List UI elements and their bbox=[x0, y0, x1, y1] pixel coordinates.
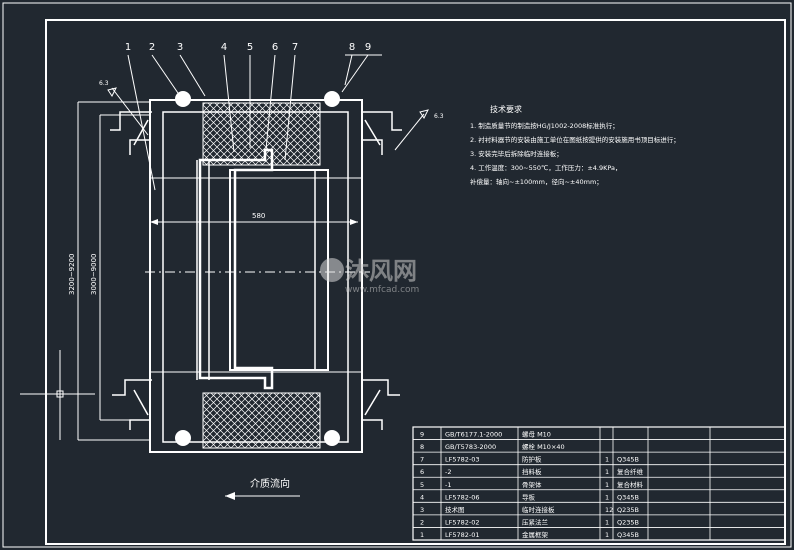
tech-title: 技术要求 bbox=[490, 104, 522, 114]
flanges bbox=[110, 111, 402, 430]
parts-cell-material: Q235B bbox=[617, 506, 639, 514]
parts-cell-name: 金属框架 bbox=[522, 530, 549, 539]
parts-cell-no: 4 bbox=[420, 493, 424, 501]
balloon-2: 2 bbox=[149, 42, 155, 53]
parts-cell-name: 防护板 bbox=[522, 455, 542, 464]
parts-table-row: 7 LF5782-03 防护板 1 Q345B bbox=[420, 455, 639, 464]
balloon-3: 3 bbox=[177, 42, 183, 53]
parts-table-row: 4 LF5782-06 导板 1 Q345B bbox=[420, 492, 639, 501]
parts-table-row: 9 GB/T6177.1-2000 螺母 M10 bbox=[420, 430, 551, 439]
tech-line-2: 2. 衬衬料器节的安装由施工单位在图纸按提供的安装施用书顶目标进行； bbox=[470, 135, 680, 144]
parts-cell-no: 5 bbox=[420, 481, 424, 489]
parts-cell-qty: 1 bbox=[605, 531, 609, 539]
parts-cell-name: 临时连接板 bbox=[522, 505, 555, 514]
balloon-4: 4 bbox=[221, 42, 227, 53]
tech-line-1: 1. 制造质量节的制造按HG/J1002-2008标准执行； bbox=[470, 121, 619, 130]
parts-table-row: 6 -2 挡料板 1 复合纤维 bbox=[420, 467, 644, 476]
parts-cell-material: Q345B bbox=[617, 531, 639, 539]
balloon-7: 7 bbox=[292, 42, 298, 53]
parts-cell-name: 螺母 M10 bbox=[522, 430, 551, 439]
parts-table-row: 8 GB/T5783-2000 螺栓 M10×40 bbox=[420, 442, 565, 451]
parts-cell-qty: 1 bbox=[605, 481, 609, 489]
tech-line-5: 补偿量：轴向~±100mm，径向~±40mm； bbox=[470, 177, 603, 186]
parts-table: 9 GB/T6177.1-2000 螺母 M10 8 GB/T5783-2000 螺栓 M… bbox=[412, 426, 786, 541]
balloon-9: 9 bbox=[365, 42, 371, 53]
parts-cell-no: 1 bbox=[420, 531, 424, 539]
watermark-url: www.mfcad.com bbox=[345, 285, 419, 295]
parts-table-row: 1 LF5782-01 金属框架 1 Q345B bbox=[420, 530, 639, 539]
balloon-6: 6 bbox=[272, 42, 278, 53]
tech-requirements: 技术要求 1. 制造质量节的制造按HG/J1002-2008标准执行； 2. 衬… bbox=[470, 104, 680, 186]
parts-cell-no: 6 bbox=[420, 468, 424, 476]
balloon-1: 1 bbox=[125, 42, 131, 53]
dim-height-outer: 3200~9200 bbox=[68, 254, 76, 296]
dim-height-inner: 3000~9000 bbox=[90, 254, 98, 296]
hatched-pad-top bbox=[202, 102, 321, 166]
watermark: 沐风网 www.mfcad.com bbox=[320, 257, 419, 295]
parts-cell-no: 9 bbox=[420, 431, 424, 439]
parts-cell-code: LF5782-02 bbox=[445, 518, 480, 526]
balloon-5: 5 bbox=[247, 42, 253, 53]
hatched-pad-bottom bbox=[202, 392, 321, 449]
parts-cell-qty: 12 bbox=[605, 506, 613, 514]
parts-cell-name: 螺栓 M10×40 bbox=[522, 442, 565, 451]
parts-cell-code: LF5782-06 bbox=[445, 493, 480, 501]
parts-cell-name: 压紧法兰 bbox=[522, 517, 549, 526]
parts-cell-name: 挡料板 bbox=[522, 467, 542, 476]
parts-table-row: 5 -1 骨架体 1 复合材料 bbox=[420, 480, 644, 489]
roughness-right: 6.3 bbox=[434, 113, 444, 120]
parts-cell-code: -1 bbox=[445, 481, 451, 489]
dim-arrow-left bbox=[150, 219, 158, 225]
parts-cell-code: LF5782-03 bbox=[445, 456, 480, 464]
parts-cell-no: 2 bbox=[420, 518, 424, 526]
roughness-left: 6.3 bbox=[99, 80, 109, 87]
parts-cell-no: 7 bbox=[420, 456, 424, 464]
parts-cell-material: 复合纤维 bbox=[617, 467, 644, 476]
parts-table-row: 3 技术图 临时连接板 12 Q235B bbox=[420, 505, 639, 514]
dimension-lines bbox=[20, 101, 358, 441]
dim-width-inner: 580 bbox=[252, 212, 265, 220]
parts-cell-material: Q345B bbox=[617, 456, 639, 464]
parts-cell-no: 8 bbox=[420, 443, 424, 451]
parts-cell-name: 骨架体 bbox=[522, 480, 542, 489]
parts-cell-material: 复合材料 bbox=[617, 480, 644, 489]
parts-cell-qty: 1 bbox=[605, 493, 609, 501]
dim-arrow-right bbox=[350, 219, 358, 225]
parts-cell-code: GB/T6177.1-2000 bbox=[445, 431, 502, 439]
parts-cell-material: Q345B bbox=[617, 493, 639, 501]
balloon-8: 8 bbox=[349, 42, 355, 53]
watermark-name: 沐风网 bbox=[345, 257, 417, 285]
corner-fittings bbox=[175, 91, 340, 446]
parts-cell-qty: 1 bbox=[605, 456, 609, 464]
parts-cell-qty: 1 bbox=[605, 518, 609, 526]
parts-cell-material: Q235B bbox=[617, 518, 639, 526]
parts-cell-name: 导板 bbox=[522, 492, 536, 501]
balloon-leaders bbox=[127, 54, 382, 191]
inner-frame bbox=[45, 19, 786, 545]
tech-line-4: 4. 工作温度：300~550℃，工作压力：±4.9KPa， bbox=[470, 163, 621, 172]
parts-table-row: 2 LF5782-02 压紧法兰 1 Q235B bbox=[420, 517, 639, 526]
flow-arrow-head bbox=[225, 492, 235, 500]
parts-cell-qty: 1 bbox=[605, 468, 609, 476]
parts-cell-no: 3 bbox=[420, 506, 424, 514]
parts-cell-code: GB/T5783-2000 bbox=[445, 443, 496, 451]
parts-cell-code: -2 bbox=[445, 468, 451, 476]
parts-cell-code: LF5782-01 bbox=[445, 531, 480, 539]
parts-cell-code: 技术图 bbox=[445, 505, 465, 514]
tech-line-3: 3. 安装完毕后拆除临时连接板； bbox=[470, 149, 563, 158]
flow-direction-label: 介质流向 bbox=[250, 477, 290, 490]
